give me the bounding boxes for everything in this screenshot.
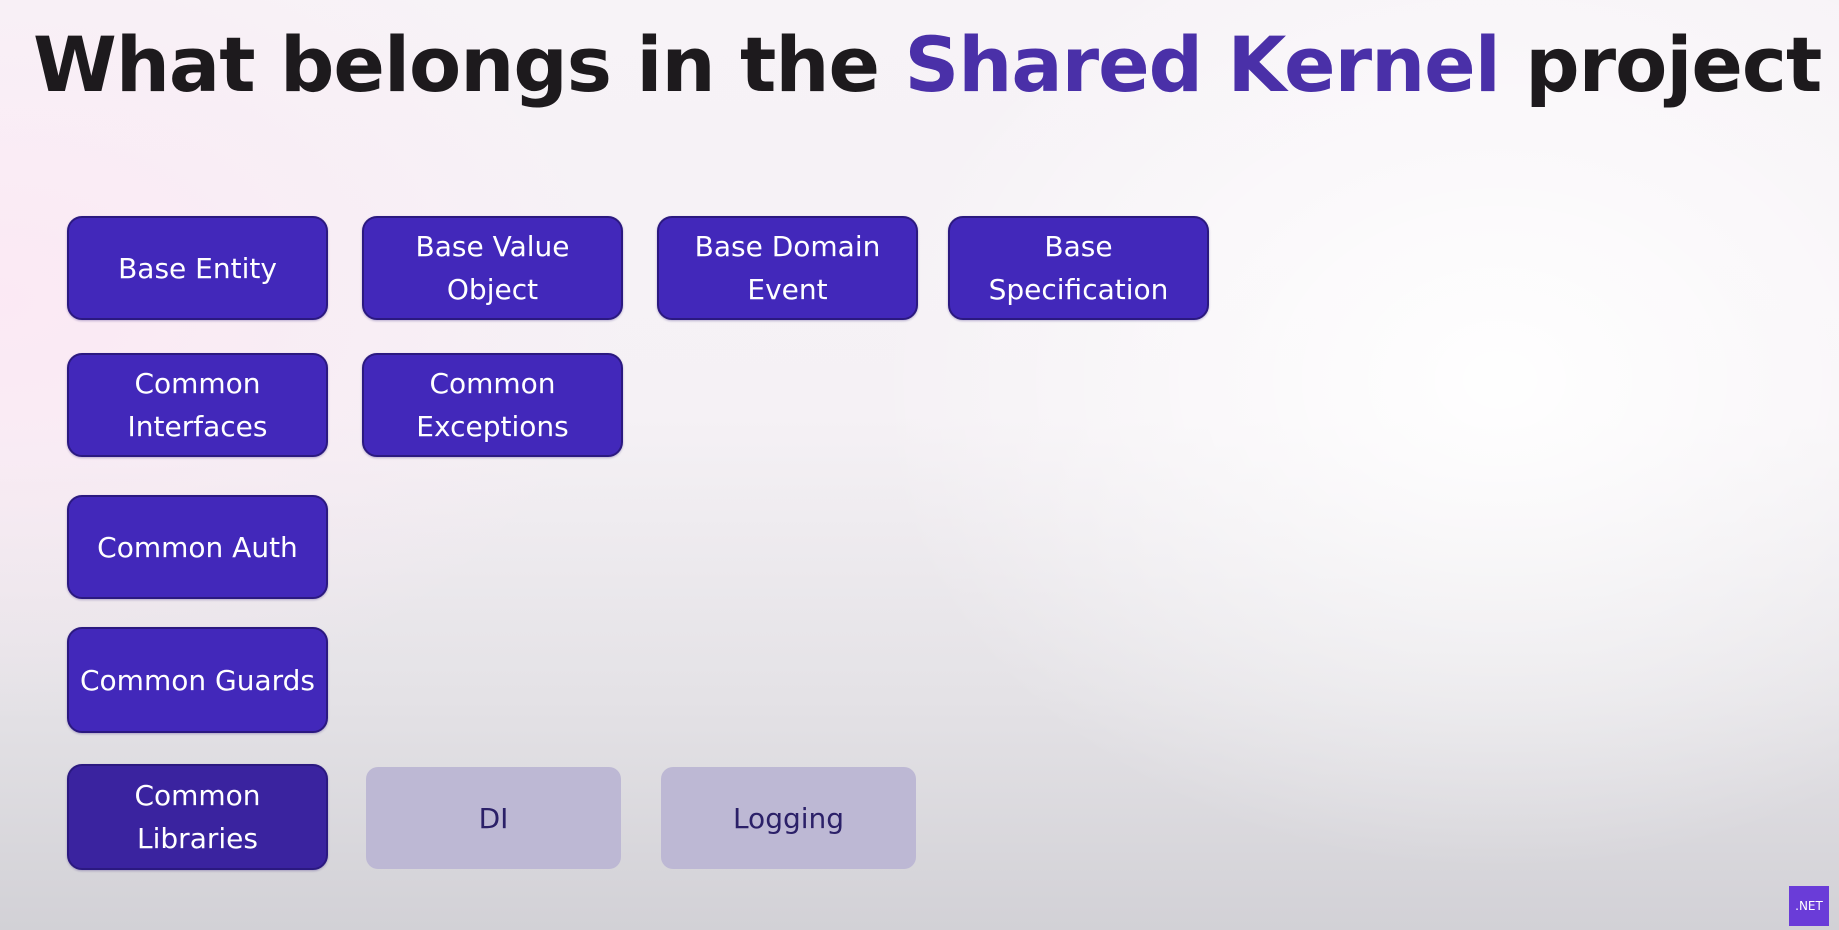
box-base-value-object: Base Value Object: [362, 216, 623, 320]
box-di: DI: [366, 767, 621, 869]
dotnet-logo-badge: .NET: [1789, 886, 1829, 926]
box-logging: Logging: [661, 767, 916, 869]
box-base-specification: Base Specification: [948, 216, 1209, 320]
title-highlight: Shared Kernel: [904, 20, 1500, 109]
box-common-auth: Common Auth: [67, 495, 328, 599]
box-common-exceptions: Common Exceptions: [362, 353, 623, 457]
box-base-domain-event: Base Domain Event: [657, 216, 918, 320]
box-common-guards: Common Guards: [67, 627, 328, 733]
title-suffix: project: [1499, 20, 1822, 109]
box-common-libraries: Common Libraries: [67, 764, 328, 870]
slide-title: What belongs in the Shared Kernel projec…: [33, 20, 1822, 109]
title-prefix: What belongs in the: [33, 20, 905, 109]
box-base-entity: Base Entity: [67, 216, 328, 320]
box-common-interfaces: Common Interfaces: [67, 353, 328, 457]
